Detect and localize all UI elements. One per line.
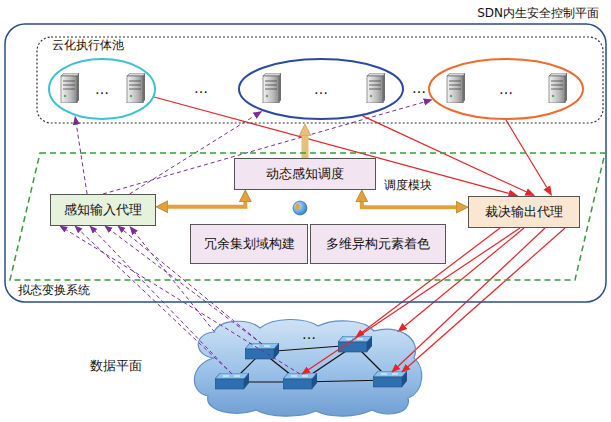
control-plane-frame: … … … 云化执行体池感知输入代理 动态感知调度冗余集划域构建 多维异构元素着色 裁决输出… (4, 4, 607, 304)
module-label: 调度模块 (384, 178, 432, 192)
node-text: 云化执行体池 (52, 38, 124, 52)
process-box: 冗余集划域构建 (190, 224, 308, 264)
process-box: 多维异构元素着色 (310, 224, 446, 264)
input-fan-lines (60, 226, 300, 374)
connector-arrow (363, 116, 527, 192)
process-box: 动态感知调度 (234, 158, 376, 190)
cloud-fill (194, 319, 421, 416)
node-text: … (95, 81, 109, 98)
server-icons (61, 73, 567, 103)
ellipsis-mark: … (412, 80, 426, 97)
executor-group: … (48, 58, 156, 120)
process-box: 裁决输出代理 (468, 196, 580, 228)
executor-pool: … … … 云化执行体池 (36, 36, 604, 124)
mimic-system: 感知输入代理 动态感知调度冗余集划域构建 多维异构元素着色 裁决输出代理拟态变换系统 (8, 150, 608, 300)
connector-arrow (76, 125, 87, 194)
node-text: 多维异构元素着色 (326, 236, 430, 252)
connector-arrow (103, 102, 424, 194)
globe-icon (293, 201, 307, 215)
ellipsis-mark: … (302, 326, 316, 343)
node-text: SDN内生安全控制平面 (477, 6, 599, 20)
executor-group: … (428, 58, 584, 120)
connector-arrow (362, 202, 456, 207)
node-text: 感知输入代理 (64, 202, 142, 218)
node-text: 冗余集划域构建 (204, 236, 295, 252)
process-box: 感知输入代理 (50, 194, 156, 226)
connector-arrow (302, 136, 309, 158)
node-text: 拟态变换系统 (18, 283, 90, 297)
node-text: … (499, 81, 513, 98)
node-text: 动态感知调度 (266, 166, 344, 182)
node-text: 裁决输出代理 (485, 204, 563, 220)
ellipsis-mark: … (194, 80, 208, 97)
switch-icons (215, 336, 407, 389)
connector-arrow (168, 202, 245, 207)
executor-group: … (238, 58, 404, 120)
node-text: … (314, 81, 328, 98)
node-text: 数据平面 (90, 358, 142, 374)
